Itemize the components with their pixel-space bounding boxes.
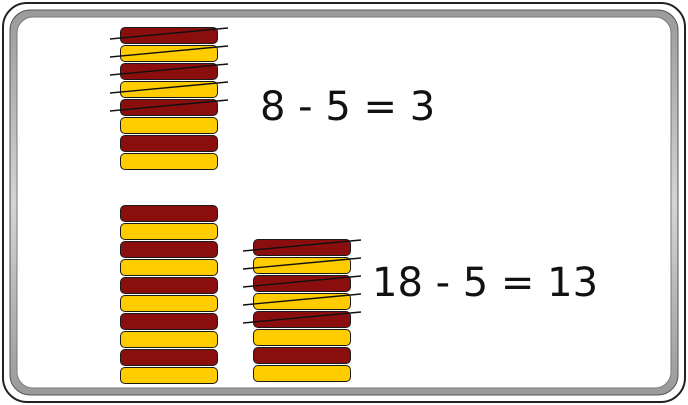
dark-red-counter (120, 313, 218, 330)
yellow-counter (120, 153, 218, 170)
yellow-counter (120, 331, 218, 348)
dark-red-counter (120, 63, 218, 80)
dark-red-counter (120, 277, 218, 294)
dark-red-counter (120, 205, 218, 222)
dark-red-counter (253, 311, 351, 328)
yellow-counter (120, 117, 218, 134)
counter-stack-eight (120, 27, 218, 171)
counter-stack-ten (120, 205, 218, 385)
dark-red-counter (120, 27, 218, 44)
dark-red-counter (253, 275, 351, 292)
equation-eighteen-minus-five: 18 - 5 = 13 (372, 263, 598, 303)
yellow-counter (120, 367, 218, 384)
yellow-counter (253, 329, 351, 346)
dark-red-counter (120, 349, 218, 366)
equation-eight-minus-five: 8 - 5 = 3 (260, 87, 435, 127)
dark-red-counter (253, 347, 351, 364)
yellow-counter (253, 257, 351, 274)
dark-red-counter (120, 135, 218, 152)
yellow-counter (120, 295, 218, 312)
yellow-counter (120, 223, 218, 240)
yellow-counter (120, 259, 218, 276)
dark-red-counter (120, 241, 218, 258)
dark-red-counter (120, 99, 218, 116)
counter-stack-eight-crossed (253, 239, 351, 383)
yellow-counter (120, 45, 218, 62)
yellow-counter (253, 293, 351, 310)
dark-red-counter (253, 239, 351, 256)
yellow-counter (253, 365, 351, 382)
yellow-counter (120, 81, 218, 98)
